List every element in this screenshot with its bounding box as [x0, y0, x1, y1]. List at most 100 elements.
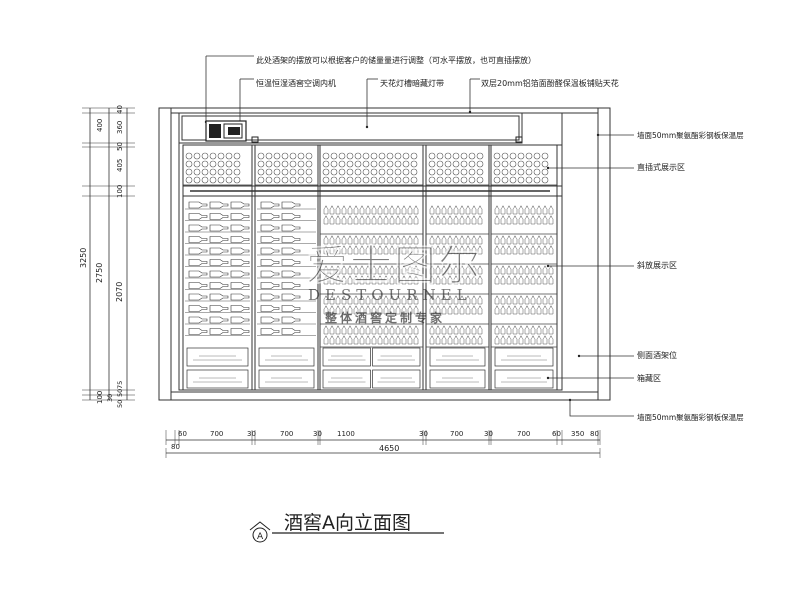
- lying-bottle: [230, 316, 250, 324]
- standing-bottle: [530, 205, 536, 215]
- standing-bottle: [536, 325, 542, 335]
- lying-bottle: [209, 247, 229, 255]
- standing-bottle: [500, 205, 506, 215]
- standing-bottle: [477, 335, 483, 345]
- standing-bottle: [459, 265, 465, 275]
- bottle-end: [533, 176, 541, 184]
- lying-bottle: [188, 236, 208, 243]
- standing-bottle: [359, 275, 365, 285]
- standing-bottle: [353, 265, 359, 275]
- bottle-end: [289, 168, 297, 176]
- bottle-end: [370, 152, 378, 160]
- standing-bottle: [347, 205, 353, 215]
- standing-bottle: [530, 235, 536, 245]
- standing-bottle: [471, 275, 477, 285]
- bottle-end: [509, 176, 517, 184]
- standing-bottle: [441, 275, 447, 285]
- lying-bottle: [188, 224, 208, 232]
- standing-bottle: [347, 305, 353, 315]
- bottle-end: [297, 176, 305, 184]
- standing-bottle: [335, 275, 341, 285]
- standing-bottle: [471, 245, 477, 255]
- standing-bottle: [371, 275, 377, 285]
- standing-bottle: [395, 275, 401, 285]
- standing-bottle: [323, 235, 329, 245]
- standing-bottle: [323, 305, 329, 315]
- standing-bottle: [407, 335, 413, 345]
- standing-bottle: [465, 305, 471, 315]
- dim-width-segment: 80: [590, 430, 599, 438]
- lying-bottle: [188, 328, 208, 335]
- bottle-end: [193, 152, 201, 160]
- lying-bottle: [230, 259, 250, 266]
- standing-bottle: [518, 325, 524, 335]
- standing-bottle: [518, 205, 524, 215]
- bottle-end: [386, 152, 394, 160]
- dim-width-segment: 60: [178, 430, 187, 438]
- standing-bottle: [371, 245, 377, 255]
- standing-bottle: [341, 235, 347, 245]
- bottle-end: [386, 160, 394, 168]
- bottle-end: [338, 168, 346, 176]
- dim-width-segment: 30: [313, 430, 322, 438]
- standing-bottle: [459, 235, 465, 245]
- standing-bottle: [323, 215, 329, 225]
- bottle-end: [273, 160, 281, 168]
- standing-bottle: [542, 305, 548, 315]
- bottle-end: [378, 168, 386, 176]
- leader-dot: [238, 120, 242, 124]
- bottle-end: [517, 152, 525, 160]
- standing-bottle: [542, 275, 548, 285]
- standing-bottle: [441, 215, 447, 225]
- bottle-end: [233, 176, 241, 184]
- leader-dot: [546, 376, 550, 380]
- bottle-end: [428, 160, 436, 168]
- bottle-end: [217, 176, 225, 184]
- standing-bottle: [506, 295, 512, 305]
- standing-bottle: [435, 265, 441, 275]
- bottle-end: [305, 168, 313, 176]
- standing-bottle: [447, 245, 453, 255]
- bottle-end: [257, 152, 265, 160]
- standing-bottle: [494, 295, 500, 305]
- standing-bottle: [407, 235, 413, 245]
- standing-bottle: [383, 215, 389, 225]
- standing-bottle: [353, 245, 359, 255]
- bottle-end: [370, 176, 378, 184]
- standing-bottle: [429, 295, 435, 305]
- standing-bottle: [329, 245, 335, 255]
- bottle-end: [225, 152, 233, 160]
- bottle-end: [468, 160, 476, 168]
- bottle-end: [217, 152, 225, 160]
- standing-bottle: [353, 295, 359, 305]
- standing-bottle: [530, 335, 536, 345]
- bottle-end: [394, 176, 402, 184]
- lying-bottle: [188, 259, 208, 266]
- standing-bottle: [329, 305, 335, 315]
- bottle-end: [209, 176, 217, 184]
- standing-bottle: [413, 235, 419, 245]
- lying-bottle: [209, 282, 229, 289]
- standing-bottle: [353, 275, 359, 285]
- standing-bottle: [353, 205, 359, 215]
- standing-bottle: [471, 335, 477, 345]
- bottle-end: [346, 168, 354, 176]
- standing-bottle: [359, 245, 365, 255]
- standing-bottle: [413, 325, 419, 335]
- standing-bottle: [389, 295, 395, 305]
- standing-bottle: [548, 245, 554, 255]
- standing-bottle: [477, 245, 483, 255]
- lying-bottle: [188, 247, 208, 255]
- standing-bottle: [359, 235, 365, 245]
- bottle-end: [378, 152, 386, 160]
- bottle-end: [346, 152, 354, 160]
- bottle-end: [541, 168, 549, 176]
- bottle-end: [436, 176, 444, 184]
- bottle-end: [201, 168, 209, 176]
- standing-bottle: [459, 325, 465, 335]
- bottle-end: [362, 160, 370, 168]
- lying-bottle: [230, 213, 250, 220]
- standing-bottle: [500, 325, 506, 335]
- bottle-end: [509, 160, 517, 168]
- standing-bottle: [365, 245, 371, 255]
